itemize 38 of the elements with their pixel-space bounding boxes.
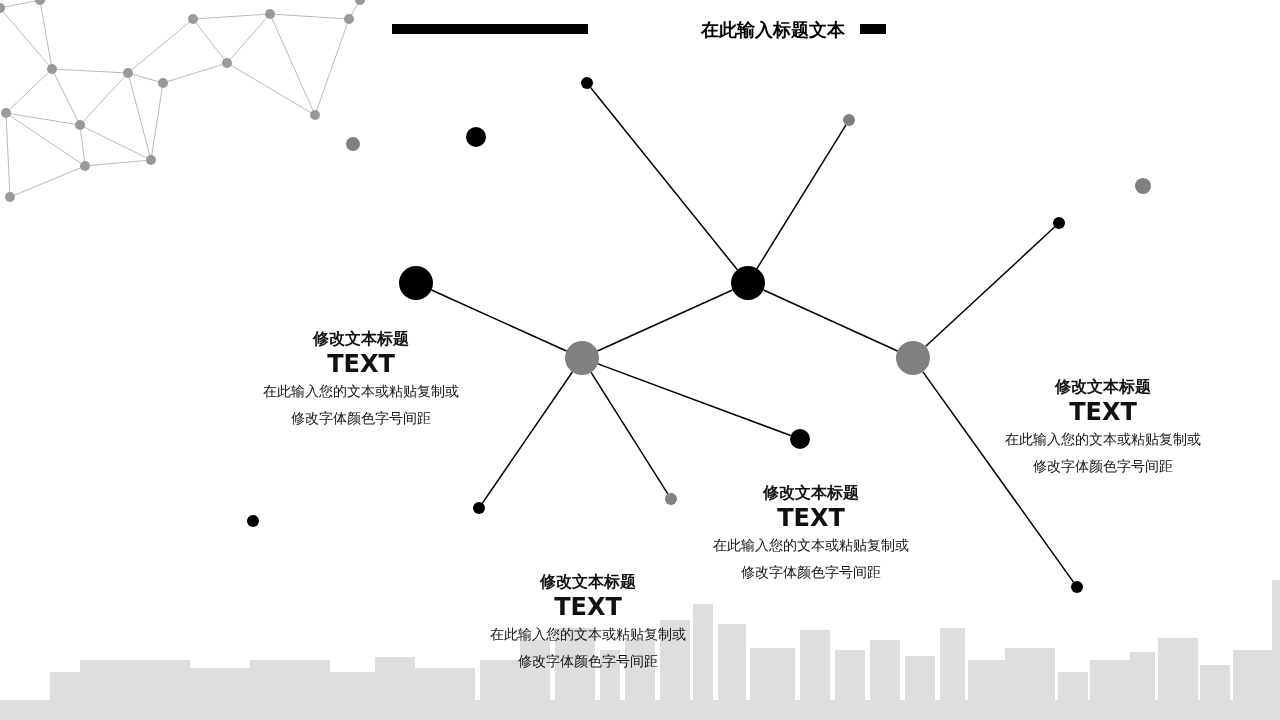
dot bbox=[731, 266, 765, 300]
dot bbox=[473, 502, 485, 514]
dot bbox=[346, 137, 360, 151]
heading-text: TEXT bbox=[1069, 398, 1137, 426]
connector-line bbox=[762, 289, 899, 352]
heading-text: TEXT bbox=[777, 504, 845, 532]
body-text: 在此输入您的文本或粘贴复制或修改字体颜色字号间距 bbox=[490, 625, 686, 671]
dot bbox=[1053, 217, 1065, 229]
dot bbox=[1071, 581, 1083, 593]
connector-line bbox=[596, 289, 734, 352]
dot bbox=[565, 341, 599, 375]
dot bbox=[665, 493, 677, 505]
title: 在此输入标题文本 bbox=[701, 18, 845, 42]
heading-text: TEXT bbox=[327, 350, 395, 378]
subtitle: 修改文本标题 bbox=[313, 329, 409, 350]
subtitle: 修改文本标题 bbox=[540, 572, 636, 593]
connector-line bbox=[430, 289, 568, 352]
heading-text: TEXT bbox=[554, 593, 622, 621]
connector-line bbox=[597, 363, 792, 437]
dot bbox=[1135, 178, 1151, 194]
dot bbox=[896, 341, 930, 375]
body-text: 在此输入您的文本或粘贴复制或修改字体颜色字号间距 bbox=[1005, 430, 1201, 476]
connector-line bbox=[756, 124, 847, 270]
subtitle: 修改文本标题 bbox=[1055, 377, 1151, 398]
connector-line bbox=[590, 371, 669, 495]
connector-line bbox=[924, 226, 1056, 348]
dot bbox=[466, 127, 486, 147]
dot bbox=[843, 114, 855, 126]
connector-line bbox=[922, 371, 1075, 583]
dot bbox=[790, 429, 810, 449]
connector-line bbox=[481, 371, 574, 504]
connector-line bbox=[590, 86, 739, 271]
dot bbox=[581, 77, 593, 89]
subtitle: 修改文本标题 bbox=[763, 483, 859, 504]
body-text: 在此输入您的文本或粘贴复制或修改字体颜色字号间距 bbox=[263, 382, 459, 428]
dot bbox=[247, 515, 259, 527]
dot bbox=[399, 266, 433, 300]
body-text: 在此输入您的文本或粘贴复制或修改字体颜色字号间距 bbox=[713, 536, 909, 582]
